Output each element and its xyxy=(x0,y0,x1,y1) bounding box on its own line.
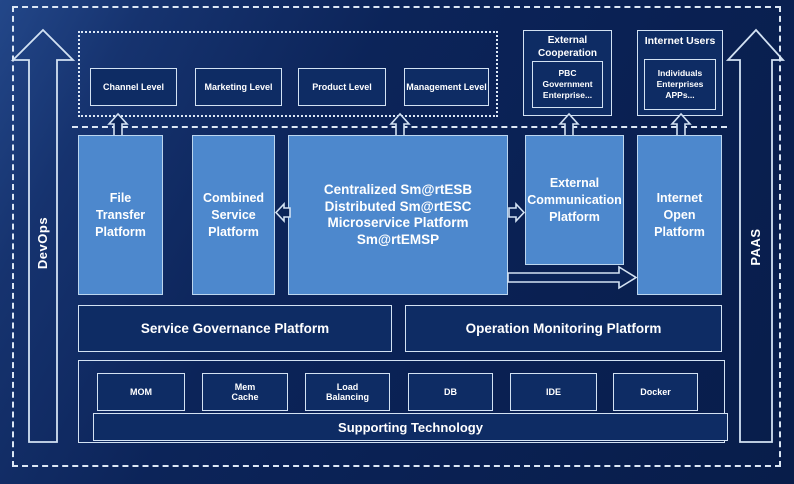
external-cooperation-title: External Cooperation xyxy=(538,35,597,59)
devops-up-arrow-icon xyxy=(10,28,76,443)
external-cooperation-box: External Cooperation PBC Government Ente… xyxy=(523,30,612,116)
up-arrow-icon xyxy=(389,112,411,137)
levels-dotted-panel xyxy=(78,31,498,117)
level-box-product: Product Level xyxy=(298,68,386,106)
tech-box-mem-cache: Mem Cache xyxy=(202,373,288,411)
platform-file-transfer: File Transfer Platform xyxy=(78,135,163,295)
tech-box-mom: MOM xyxy=(97,373,185,411)
long-right-flow-arrow-icon xyxy=(507,265,638,290)
internet-users-box: Internet Users Individuals Enterprises A… xyxy=(637,30,723,116)
supporting-technology-container xyxy=(78,360,725,443)
tech-box-docker: Docker xyxy=(613,373,698,411)
left-flow-arrow-icon xyxy=(274,201,291,224)
internet-users-inner-box: Individuals Enterprises APPs... xyxy=(644,59,716,110)
up-arrow-icon xyxy=(670,112,692,137)
up-arrow-icon xyxy=(107,112,129,137)
paas-label: PAAS xyxy=(748,228,763,266)
level-box-marketing: Marketing Level xyxy=(195,68,282,106)
operation-monitoring-platform-box: Operation Monitoring Platform xyxy=(405,305,722,352)
platform-external-communication: External Communication Platform xyxy=(525,135,624,265)
paas-up-arrow-icon xyxy=(725,28,786,443)
tech-box-db: DB xyxy=(408,373,493,411)
level-box-management: Management Level xyxy=(404,68,489,106)
external-cooperation-inner-box: PBC Government Enterprise... xyxy=(532,61,603,108)
right-flow-arrow-icon xyxy=(508,201,526,224)
internet-users-title: Internet Users xyxy=(644,35,716,47)
platform-combined-service: Combined Service Platform xyxy=(192,135,275,295)
platform-internet-open: Internet Open Platform xyxy=(637,135,722,295)
supporting-technology-bar: Supporting Technology xyxy=(93,413,728,441)
up-arrow-icon xyxy=(558,112,580,137)
level-box-channel: Channel Level xyxy=(90,68,177,106)
outer-dashed-border xyxy=(12,6,781,467)
tech-box-ide: IDE xyxy=(510,373,597,411)
devops-label: DevOps xyxy=(35,216,50,270)
tech-box-load-balancing: Load Balancing xyxy=(305,373,390,411)
service-governance-platform-box: Service Governance Platform xyxy=(78,305,392,352)
platform-central-esb: Centralized Sm@rtESB Distributed Sm@rtES… xyxy=(288,135,508,295)
